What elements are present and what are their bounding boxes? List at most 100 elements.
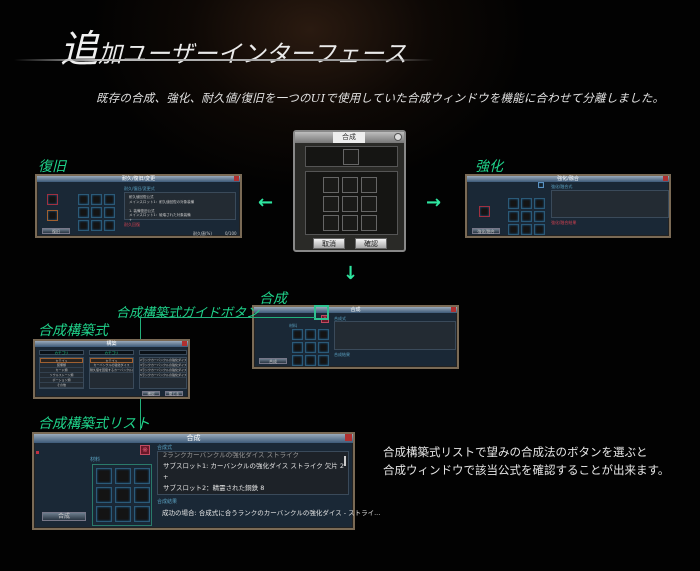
- confirm-button[interactable]: 確認: [142, 391, 160, 396]
- enhance-button[interactable]: 強化/融合: [472, 228, 500, 234]
- material-slot[interactable]: [78, 220, 89, 231]
- connector-line: [140, 317, 141, 339]
- material-slot[interactable]: [134, 506, 150, 522]
- close-icon[interactable]: [182, 341, 187, 346]
- list-item[interactable]: 装備類: [40, 363, 83, 368]
- material-slot[interactable]: [96, 468, 112, 484]
- close-icon[interactable]: [451, 307, 456, 312]
- material-slot[interactable]: [318, 355, 329, 366]
- material-slot[interactable]: [134, 487, 150, 503]
- material-slot[interactable]: [521, 198, 532, 209]
- list-item[interactable]: カード類: [40, 368, 83, 373]
- material-slot[interactable]: [361, 196, 377, 212]
- recipe-line: 耐久値回復公式: [129, 195, 154, 199]
- result-label: 強化/融合結果: [551, 220, 577, 225]
- list-item[interactable]: 2ランクカーバンクルの強化ダイス: [140, 358, 186, 363]
- list-item[interactable]: ポーション類: [40, 378, 83, 383]
- material-slot[interactable]: [534, 211, 545, 222]
- material-slot[interactable]: [292, 342, 303, 353]
- title-rest: 加ユーザーインターフェース: [98, 40, 407, 68]
- material-slot[interactable]: [96, 487, 112, 503]
- old-synthesis-window: 合成 取消 確認: [293, 130, 406, 252]
- list-item[interactable]: 3ランクカーバンクルの強化ダイス: [140, 363, 186, 368]
- material-slot[interactable]: [521, 211, 532, 222]
- material-grid: [92, 464, 152, 526]
- material-slot[interactable]: [104, 207, 115, 218]
- material-slot[interactable]: [323, 215, 339, 231]
- arrow-left-icon: ←: [258, 192, 274, 213]
- connector-line: [140, 317, 315, 318]
- material-slot[interactable]: [104, 194, 115, 205]
- window-titlebar: 合成: [254, 307, 457, 313]
- material-slot[interactable]: [91, 220, 102, 231]
- result-slot[interactable]: [343, 149, 359, 165]
- material-slot[interactable]: [115, 506, 131, 522]
- material-slot[interactable]: [361, 215, 377, 231]
- material-slot[interactable]: [508, 224, 519, 235]
- list-item[interactable]: カーバンクルの強化ダイス: [90, 363, 133, 368]
- points-label: 耐久値(%): [193, 231, 212, 236]
- material-slot[interactable]: [78, 207, 89, 218]
- recipe-panel: 耐久値回復公式メインスロット1：耐久値回復の対象装備 1. 装備復旧公式メインス…: [124, 192, 236, 222]
- material-slot[interactable]: [78, 194, 89, 205]
- material-slot[interactable]: [104, 220, 115, 231]
- list-item[interactable]: カテゴリ: [90, 358, 133, 363]
- material-slot[interactable]: [318, 329, 329, 340]
- description-line-1: 合成構築式リストで望みの合成法のボタンを選ぶと: [383, 445, 648, 459]
- close-button[interactable]: 閉じる: [165, 391, 183, 396]
- confirm-button[interactable]: 確認: [355, 238, 387, 249]
- close-icon[interactable]: [345, 434, 352, 441]
- guide-button[interactable]: [538, 182, 544, 188]
- material-slot[interactable]: [305, 342, 316, 353]
- recipe-section-label: 合成式: [157, 445, 173, 451]
- material-slot[interactable]: [534, 198, 545, 209]
- material-slot[interactable]: [91, 194, 102, 205]
- material-slot[interactable]: [115, 468, 131, 484]
- connector-line: [140, 398, 141, 430]
- material-slot[interactable]: [115, 487, 131, 503]
- list-item[interactable]: ソウルストーン類: [40, 373, 83, 378]
- material-slot[interactable]: [323, 196, 339, 212]
- scrollbar[interactable]: [344, 456, 346, 466]
- material-slot[interactable]: [534, 224, 545, 235]
- builder-label: 合成構築式: [38, 323, 108, 339]
- material-slot[interactable]: [96, 506, 112, 522]
- restore-button[interactable]: 復旧: [42, 228, 70, 234]
- material-slot[interactable]: [342, 215, 358, 231]
- list-item[interactable]: 5ランクカーバンクルの強化ダイス: [140, 373, 186, 378]
- list-item[interactable]: その他: [40, 383, 83, 388]
- col1-list: カテゴリ装備類カード類ソウルストーン類ポーション類その他: [39, 357, 84, 389]
- target-slot[interactable]: [479, 206, 490, 217]
- material-slot[interactable]: [91, 207, 102, 218]
- material-slot[interactable]: [342, 177, 358, 193]
- close-icon[interactable]: [234, 176, 239, 181]
- material-slot[interactable]: [292, 329, 303, 340]
- list-item[interactable]: 耐久値を回復するカーバンクルの強化ダイス: [90, 368, 133, 373]
- close-icon[interactable]: [394, 133, 402, 141]
- synth-button[interactable]: 合成: [42, 512, 86, 521]
- materials-label: 材料: [90, 457, 101, 463]
- item-slot[interactable]: [47, 210, 58, 221]
- guide-button[interactable]: ※: [140, 445, 150, 455]
- recipe-line: 3ランクカーバンクルの強化ダイス ストライク: [163, 494, 343, 495]
- synth-button[interactable]: 合成: [259, 358, 287, 364]
- material-slot[interactable]: [305, 355, 316, 366]
- target-slot[interactable]: [47, 194, 58, 205]
- material-slot[interactable]: [508, 198, 519, 209]
- cancel-button[interactable]: 取消: [313, 238, 345, 249]
- material-slot[interactable]: [305, 329, 316, 340]
- material-slot[interactable]: [342, 196, 358, 212]
- material-slot[interactable]: [361, 177, 377, 193]
- material-slot[interactable]: [521, 224, 532, 235]
- material-slot[interactable]: [292, 355, 303, 366]
- guide-button-label: 合成構築式ガイドボタン: [116, 306, 260, 321]
- material-slot[interactable]: [318, 342, 329, 353]
- material-slot[interactable]: [323, 177, 339, 193]
- list-item[interactable]: 4ランクカーバンクルの強化ダイス: [140, 368, 186, 373]
- list-item[interactable]: カテゴリ: [40, 358, 83, 363]
- material-slot[interactable]: [508, 211, 519, 222]
- material-slot[interactable]: [134, 468, 150, 484]
- recipe-line: メインスロット1：破壊された対象装備: [129, 213, 191, 217]
- close-icon[interactable]: [663, 176, 668, 181]
- description-line-2: 合成ウィンドウで該当公式を確認することが出来ます。: [383, 463, 670, 477]
